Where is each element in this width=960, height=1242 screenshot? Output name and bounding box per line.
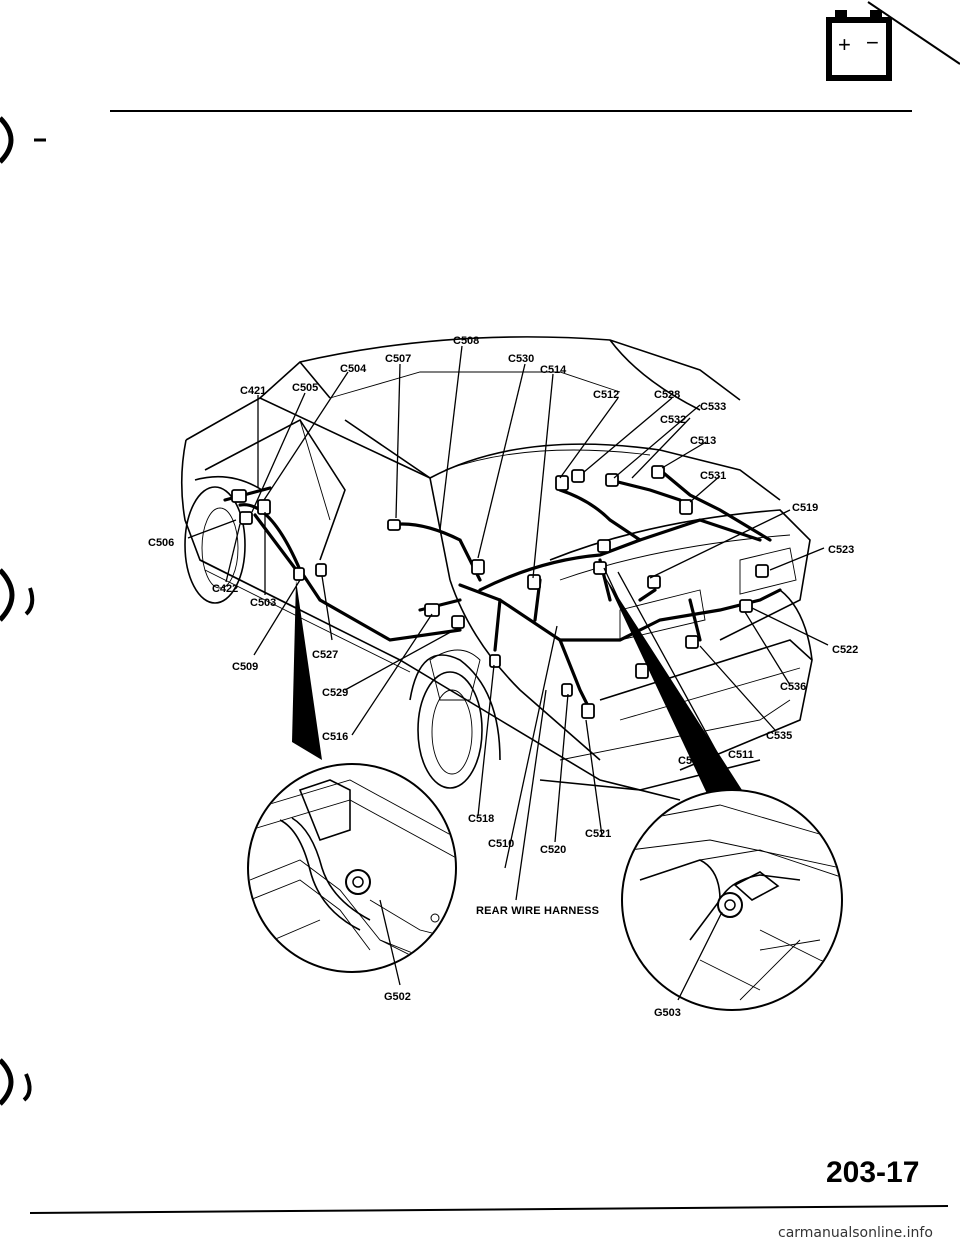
label-c532: C532 [660,414,686,426]
label-c421: C421 [240,385,266,397]
connector-blocks [231,465,769,719]
label-c506: C506 [148,537,174,549]
label-c533: C533 [700,401,726,413]
car-outline [180,336,813,801]
label-c527: C527 [312,649,338,661]
battery-icon: + − [826,1,960,81]
label-c531: C531 [700,470,726,482]
label-c534: C534 [678,755,705,767]
label-c522: C522 [832,644,858,656]
footer-rule [29,1205,949,1214]
label-c518: C518 [468,813,494,825]
label-c523: C523 [828,544,854,556]
watermark: carmanualsonline.info [778,1225,933,1241]
label-c509: C509 [232,661,258,673]
label-c528: C528 [654,389,680,401]
label-c536: C536 [780,681,806,693]
label-c520: C520 [540,844,566,856]
svg-text:−: − [866,30,879,55]
label-c521: C521 [585,828,611,840]
harness-label: REAR WIRE HARNESS [476,905,599,917]
label-c535: C535 [766,730,792,742]
label-c508: C508 [453,335,479,347]
label-c511: C511 [728,749,754,761]
label-g503: G503 [654,1007,681,1019]
label-c512: C512 [593,389,619,401]
label-c516: C516 [322,731,348,743]
label-c503: C503 [250,597,276,609]
label-c510: C510 [488,838,514,850]
label-c504: C504 [340,363,367,375]
label-g502: G502 [384,991,411,1003]
label-c422: C422 [212,583,238,595]
binder-marks [0,116,46,1106]
label-c505: C505 [292,382,318,394]
detail-g503 [621,789,843,1011]
label-c513: C513 [690,435,716,447]
svg-text:+: + [838,32,851,57]
callout-wedges [292,575,742,800]
label-c530: C530 [508,353,534,365]
connector-labels: C421 C504 C505 C507 C508 C530 C514 C512 … [148,335,858,856]
label-c519: C519 [792,502,818,514]
page-number: 203-17 [826,1156,919,1189]
label-c507: C507 [385,353,411,365]
label-c529: C529 [322,687,348,699]
label-c514: C514 [540,364,567,376]
detail-g502 [247,763,457,986]
